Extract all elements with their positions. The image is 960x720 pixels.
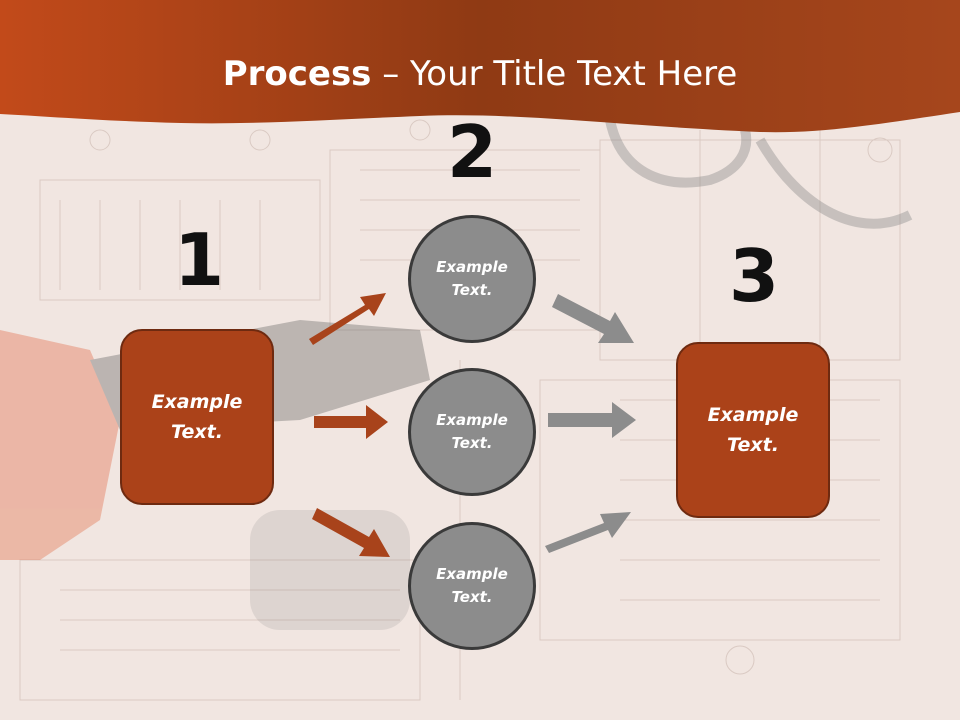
step-2-label-bottom: Example Text. bbox=[436, 565, 508, 606]
title-bold: Process bbox=[222, 54, 372, 94]
step-number-3: 3 bbox=[728, 234, 780, 318]
step-2-circle-top: Example Text. bbox=[408, 215, 536, 343]
step-number-1: 1 bbox=[173, 218, 225, 302]
arrow-1-to-bottom bbox=[312, 508, 390, 557]
step-2-label-middle: Example Text. bbox=[436, 411, 508, 452]
arrow-top-to-3 bbox=[552, 294, 634, 343]
step-2-circle-bottom: Example Text. bbox=[408, 522, 536, 650]
arrow-1-to-top bbox=[309, 293, 386, 345]
arrow-bottom-to-3 bbox=[545, 512, 631, 553]
step-2-circle-middle: Example Text. bbox=[408, 368, 536, 496]
step-3-label: Example Text. bbox=[707, 404, 799, 456]
step-3-box: Example Text. bbox=[676, 342, 830, 518]
step-2-label-top: Example Text. bbox=[436, 258, 508, 299]
step-1-label: Example Text. bbox=[151, 391, 243, 443]
title-rest: – Your Title Text Here bbox=[371, 54, 738, 94]
arrow-1-to-middle bbox=[314, 405, 388, 439]
step-number-2: 2 bbox=[446, 110, 498, 194]
arrow-middle-to-3 bbox=[548, 402, 636, 438]
slide-title: Process – Your Title Text Here bbox=[0, 52, 960, 96]
step-1-box: Example Text. bbox=[120, 329, 274, 505]
